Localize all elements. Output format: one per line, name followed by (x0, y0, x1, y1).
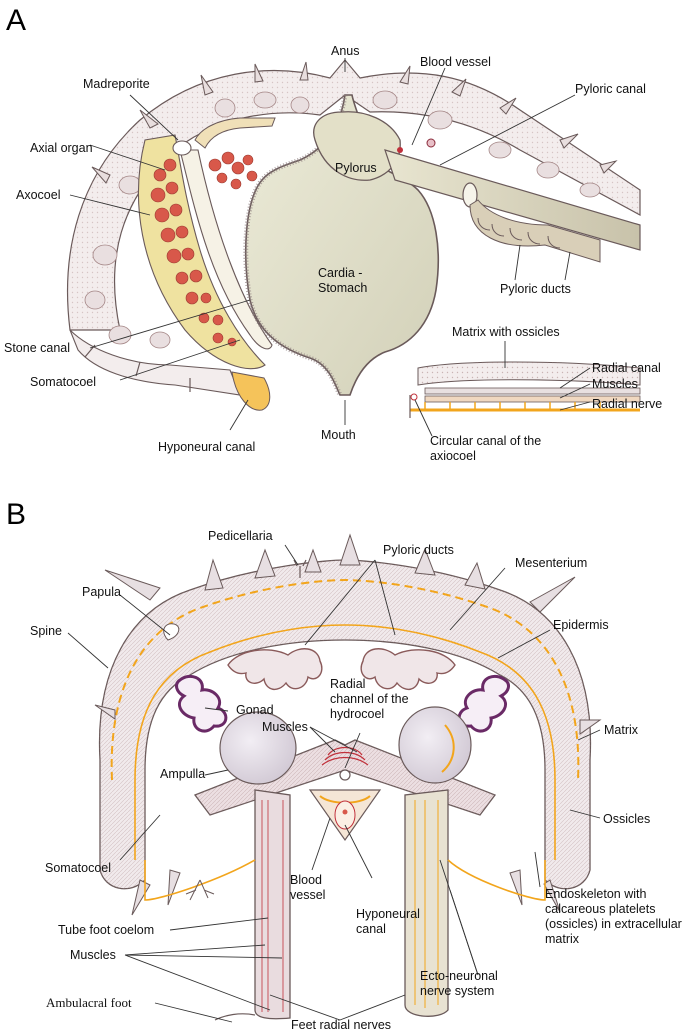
label-somatocoel-b: Somatocoel (45, 861, 112, 875)
label-muscles-a: Muscles (592, 377, 638, 391)
arm-section-a (409, 361, 641, 418)
label-blood-vessel-b-1: Blood (290, 873, 322, 887)
label-cardia-1: Cardia - (318, 266, 363, 280)
label-pyloric-canal: Pyloric canal (575, 82, 646, 96)
label-pedicellaria: Pedicellaria (208, 529, 273, 543)
label-tube-foot-coelom: Tube foot coelom (58, 923, 155, 937)
label-radial-channel-3: hydrocoel (330, 707, 385, 721)
label-somatocoel-a: Somatocoel (30, 375, 97, 389)
tube-foot-left (254, 789, 291, 1020)
radial-muscles (321, 746, 369, 766)
axial-organ (150, 151, 258, 347)
label-madreporite: Madreporite (83, 77, 150, 91)
label-pyloric-ducts-a: Pyloric ducts (500, 282, 571, 296)
label-endoskeleton-1: Endoskeleton with (545, 887, 647, 901)
label-ampulla: Ampulla (160, 767, 206, 781)
label-spine: Spine (30, 624, 62, 638)
panel-a-letter: A (6, 4, 27, 37)
label-epidermis: Epidermis (553, 618, 609, 632)
label-feet-radial-nerves: Feet radial nerves (291, 1018, 392, 1032)
pyloric-canal (384, 149, 641, 251)
label-papula: Papula (82, 585, 121, 599)
label-radial-canal: Radial canal (592, 361, 661, 375)
label-axial-organ: Axial organ (30, 141, 93, 155)
label-pyloric-ducts-b: Pyloric ducts (383, 543, 454, 557)
label-gonad: Gonad (236, 703, 274, 717)
label-hyponeural-a: Hyponeural canal (158, 440, 256, 454)
gonads (175, 674, 510, 733)
ampulla-left (219, 711, 297, 785)
ampulla-right (398, 706, 472, 784)
label-ecto-neuronal-2: nerve system (420, 984, 495, 998)
label-hyponeural-b-1: Hyponeural (356, 907, 420, 921)
label-radial-channel-2: channel of the (330, 692, 409, 706)
label-blood-vessel-a: Blood vessel (420, 55, 491, 69)
label-muscles-top: Muscles (262, 720, 308, 734)
label-radial-channel-1: Radial (330, 677, 366, 691)
pyloric-ducts-b (227, 648, 456, 690)
label-blood-vessel-b-2: vessel (290, 888, 326, 902)
label-ambulacral-foot: Ambulacral foot (46, 995, 132, 1010)
madreporite (172, 140, 192, 156)
panel-a-drawing (67, 58, 641, 437)
label-circular-canal-2: axiocoel (430, 449, 476, 463)
label-cardia-2: Stomach (318, 281, 368, 295)
label-matrix: Matrix (604, 723, 639, 737)
panel-b-drawing (67, 533, 602, 1023)
label-pylorus: Pylorus (335, 161, 377, 175)
label-ossicles: Ossicles (603, 812, 651, 826)
label-endoskeleton-4: matrix (545, 932, 580, 946)
tube-foot-right (404, 789, 449, 1017)
label-matrix-ossicles: Matrix with ossicles (452, 325, 560, 339)
label-hyponeural-b-2: canal (356, 922, 386, 936)
label-endoskeleton-2: calcareous platelets (545, 902, 656, 916)
label-stone-canal: Stone canal (4, 341, 71, 355)
label-anus: Anus (331, 44, 360, 58)
pylorus (313, 111, 401, 181)
label-endoskeleton-3: (ossicles) in extracellular (545, 917, 682, 931)
pedicellaria-shape (293, 559, 307, 578)
label-circular-canal-1: Circular canal of the (430, 434, 542, 448)
label-radial-nerve: Radial nerve (592, 397, 663, 411)
panel-b-letter: B (6, 498, 27, 531)
radial-channel (339, 769, 351, 781)
label-ecto-neuronal-1: Ecto-neuronal (420, 969, 498, 983)
stone-canal (179, 149, 273, 350)
label-mouth: Mouth (321, 428, 356, 442)
hyponeural-canal-shape (231, 371, 271, 411)
pyloric-ducts-a (469, 199, 601, 263)
label-muscles-bottom: Muscles (70, 948, 116, 962)
label-axocoel: Axocoel (16, 188, 61, 202)
label-mesenterium: Mesenterium (515, 556, 588, 570)
